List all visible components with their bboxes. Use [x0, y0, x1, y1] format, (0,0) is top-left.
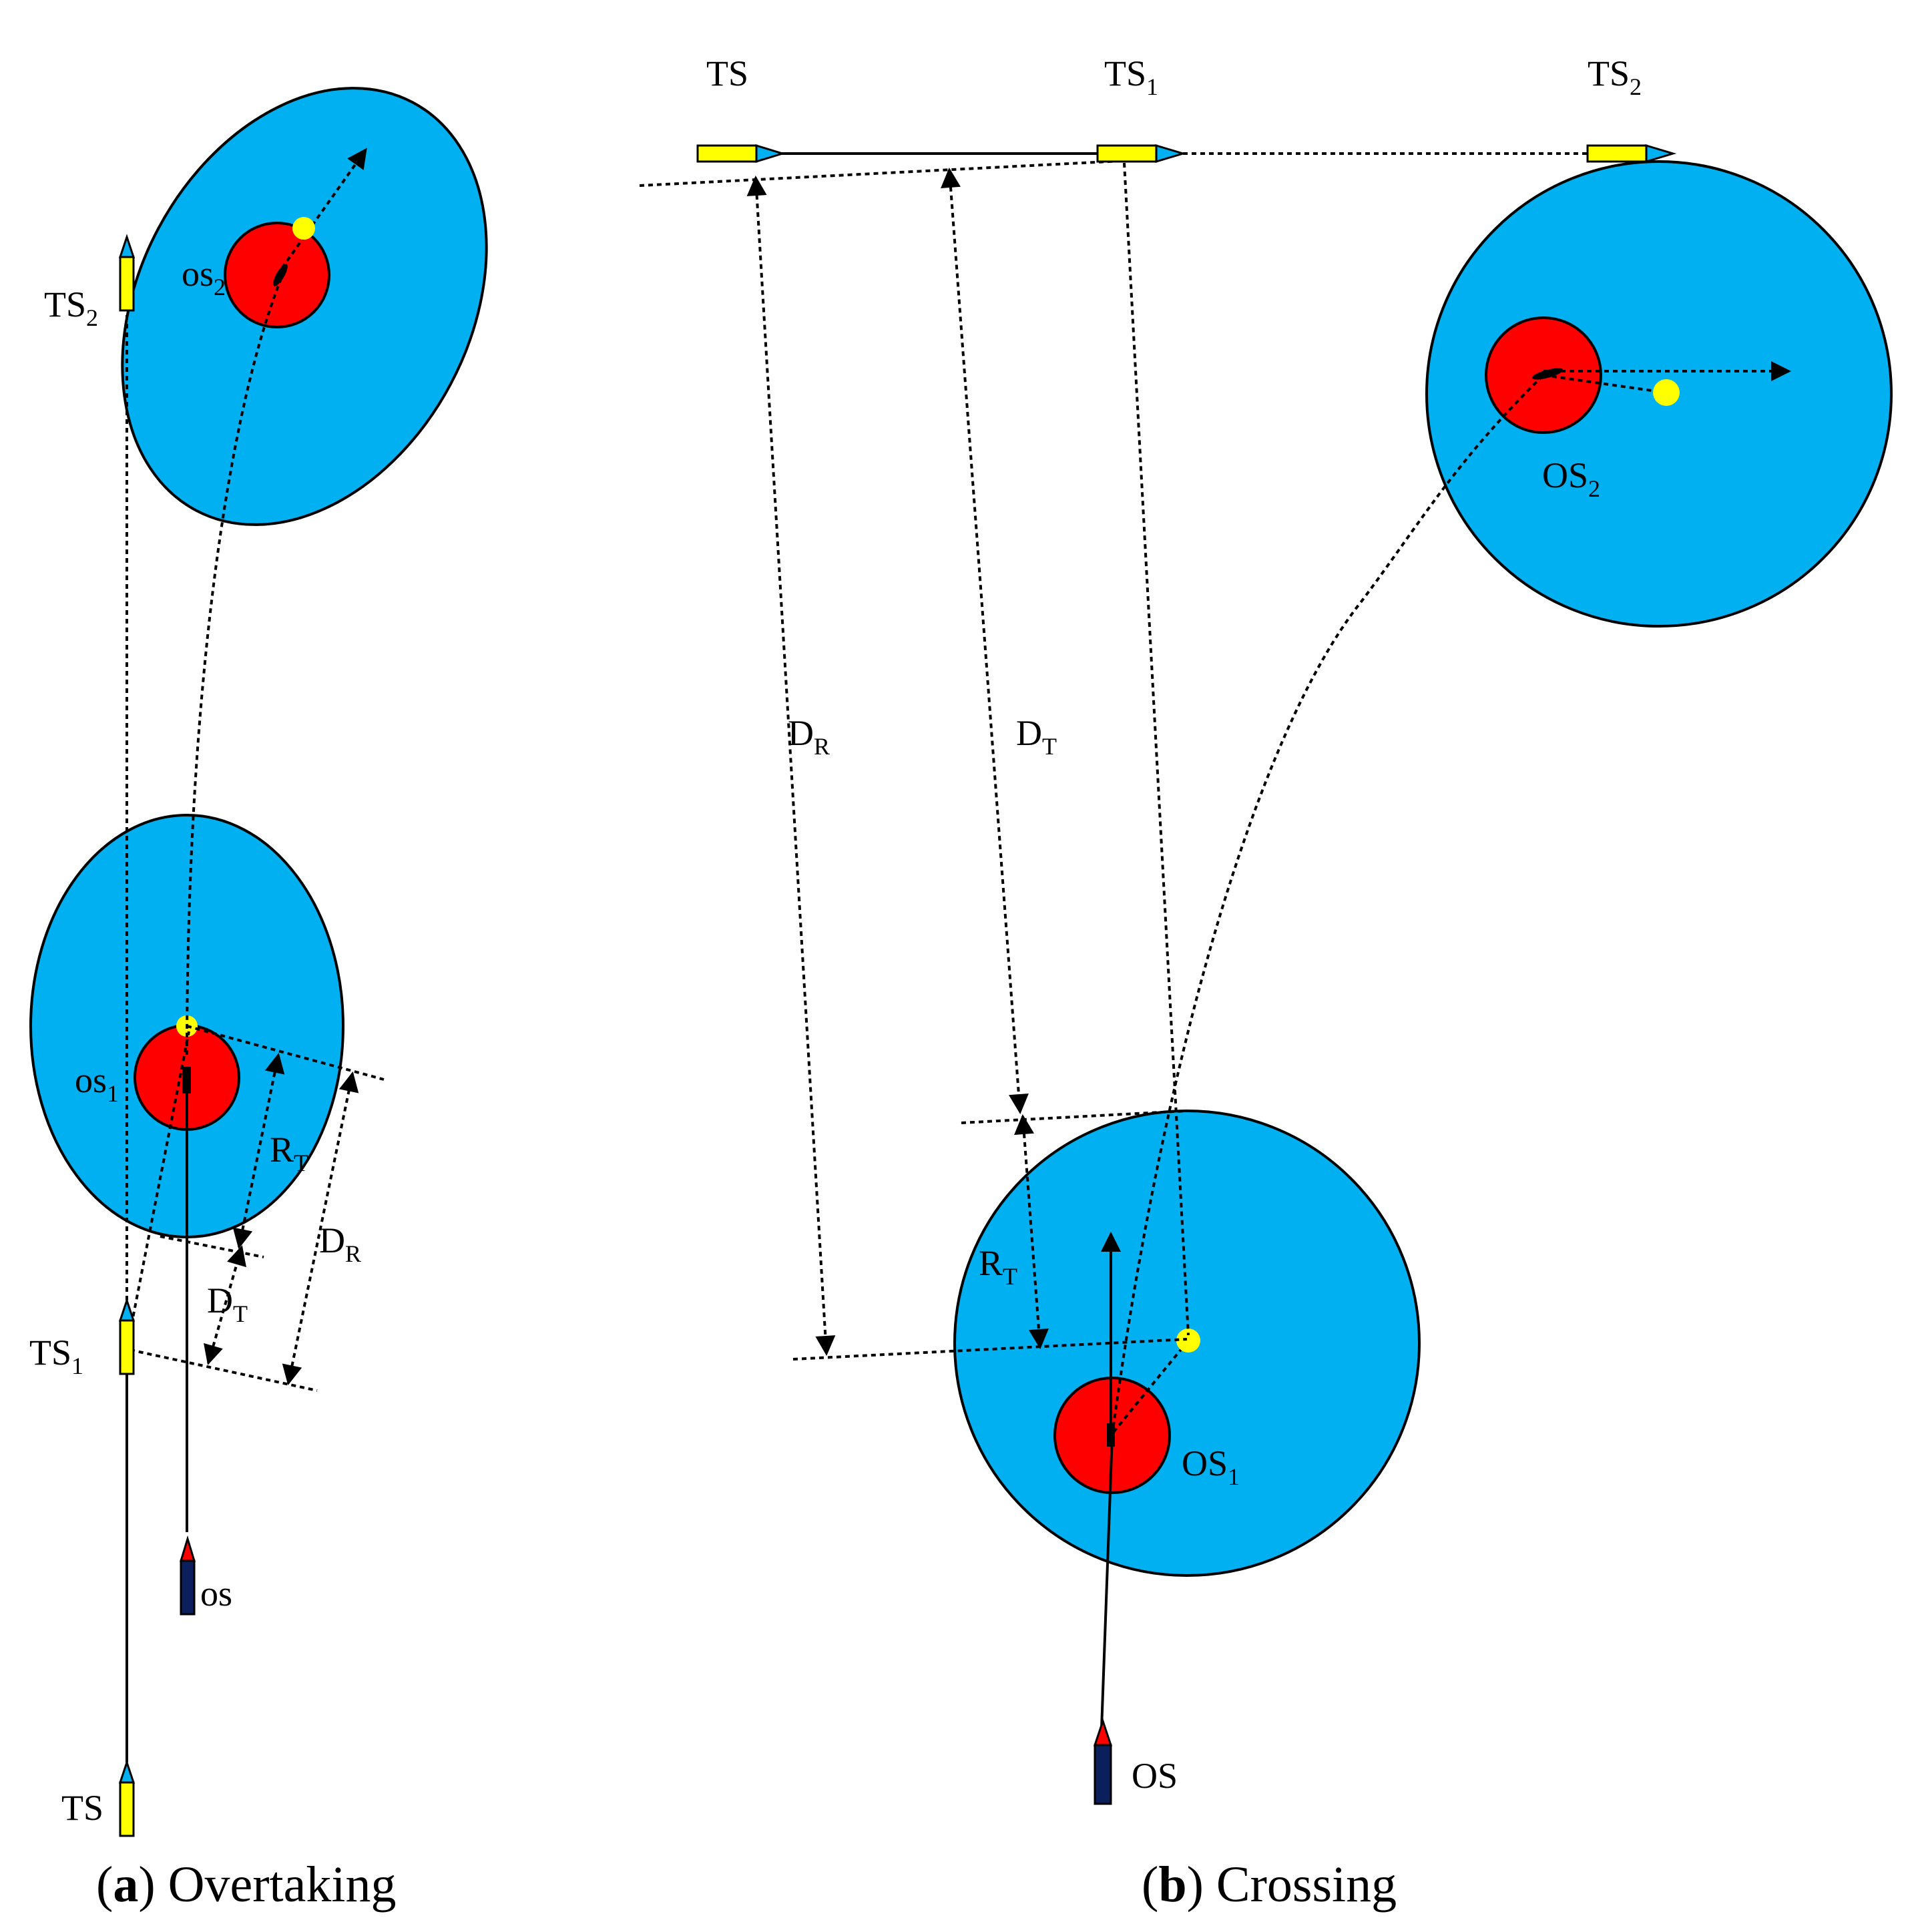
- dt-dimension: [941, 168, 1029, 1114]
- rt-dimension: [1014, 1114, 1049, 1349]
- dt-dimension: [204, 1245, 246, 1365]
- baseline-domain-edge: [160, 1235, 264, 1258]
- ts1-to-os1-dashed: [127, 1031, 190, 1343]
- point-marker: [1653, 379, 1680, 406]
- label-os: os: [200, 1574, 232, 1614]
- os-track-solid: [1100, 1435, 1114, 1730]
- dr-dimension: [746, 176, 836, 1356]
- domain-os1-crossing: [953, 1110, 1421, 1577]
- label-os1: os1: [75, 1060, 119, 1107]
- label-ts1: TS1: [1104, 53, 1158, 100]
- ts-ship: [118, 1759, 136, 1837]
- label-ts: TS: [706, 53, 748, 93]
- dr-dimension: [282, 1071, 359, 1385]
- rt-dimension: [232, 1053, 285, 1249]
- panel-a-overtaking: TS TS1 TS2 os os1 os2 RT DT DR (a) Overt…: [29, 87, 488, 1913]
- ts1-ship: [118, 1297, 136, 1375]
- label-ts2: TS2: [1588, 53, 1642, 100]
- caption-a: (a) Overtaking: [96, 1857, 397, 1913]
- panel-b-crossing: TS TS1 TS2 OS OS1 OS2 DR DT RT (b) Cross…: [639, 53, 1893, 1913]
- domain-os2-overtaking: [121, 87, 488, 526]
- os-trajectory-dashed: [186, 280, 282, 1055]
- label-os2: os2: [182, 254, 226, 300]
- baseline-domain-edge: [961, 1110, 1188, 1124]
- baseline-ts1: [130, 1349, 318, 1392]
- label-dt: DT: [1016, 713, 1057, 760]
- ts2-ship: [1586, 144, 1677, 164]
- baseline-ts: [639, 159, 1136, 187]
- label-dr: DR: [788, 713, 830, 760]
- ts1-ship: [1096, 144, 1187, 164]
- label-dr: DR: [319, 1220, 361, 1267]
- own-ship-marker: [1531, 368, 1564, 380]
- to-point-dashed: [1543, 374, 1666, 394]
- to-point-dashed: [1112, 1339, 1190, 1433]
- os-trajectory-dashed: [1111, 370, 1549, 1436]
- label-rt: RT: [979, 1243, 1017, 1290]
- ts-ship: [696, 144, 786, 164]
- label-ts: TS: [61, 1788, 103, 1828]
- label-os1: OS1: [1182, 1443, 1240, 1490]
- caption-b: (b) Crossing: [1142, 1857, 1397, 1913]
- label-os: OS: [1132, 1756, 1178, 1796]
- label-ts2: TS2: [44, 284, 98, 331]
- label-ts1: TS1: [29, 1333, 83, 1379]
- own-ship-marker: [273, 264, 288, 286]
- os-ship: [1093, 1718, 1113, 1805]
- label-dt: DT: [207, 1280, 248, 1327]
- point-marker: [1176, 1329, 1200, 1353]
- label-rt: RT: [270, 1130, 308, 1176]
- domain-os2-crossing: [1425, 160, 1893, 628]
- os-ship: [179, 1535, 196, 1616]
- label-os2: OS2: [1542, 455, 1600, 502]
- ts2-ship: [118, 234, 136, 312]
- point-marker: [292, 217, 315, 240]
